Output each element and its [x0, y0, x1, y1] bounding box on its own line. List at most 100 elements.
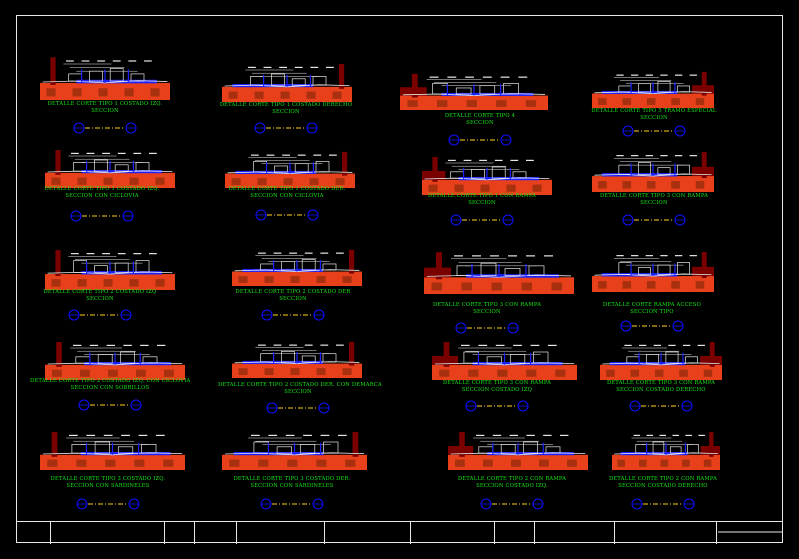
road-section-drawing	[45, 250, 175, 290]
road-section-drawing	[222, 64, 352, 102]
detail-box	[281, 261, 295, 271]
pavement-layer	[620, 452, 688, 456]
detail-box	[657, 167, 671, 175]
detail-box	[274, 165, 288, 173]
section-symbol	[266, 402, 330, 414]
annotation-mark	[560, 434, 569, 436]
hatch-fill	[103, 177, 113, 185]
detail-box	[638, 83, 651, 93]
hatch-fill	[539, 459, 549, 467]
section-reference-symbol	[631, 498, 695, 510]
detail-subtitle: SECCION COSTADO IZQ.	[476, 483, 548, 489]
curb-block	[448, 446, 474, 455]
detail-box	[500, 444, 516, 454]
annotation-mark	[616, 255, 624, 257]
annotation-mark	[508, 255, 517, 257]
annotation-mark	[112, 60, 121, 62]
retaining-wall	[342, 151, 348, 176]
profile-line	[42, 80, 168, 84]
annotation-mark	[478, 344, 488, 346]
detail-box	[260, 353, 274, 363]
annotation-mark	[117, 253, 126, 255]
road-section-drawing	[232, 341, 362, 378]
road-section-drawing	[225, 151, 355, 188]
hatch-fill	[342, 276, 352, 283]
detail-box	[142, 356, 158, 364]
hatch-fill	[703, 459, 712, 467]
detail-title: DETALLE CORTE TIPO 5 TRAMO ESPECIAL	[591, 108, 717, 114]
detail-box	[528, 265, 545, 276]
section-symbol	[631, 498, 695, 510]
hatch-fill	[309, 178, 319, 185]
annotation-mark	[320, 252, 329, 254]
annotation-mark	[639, 344, 647, 346]
detail-subtitle: SECCION CON CICLOVIA	[250, 193, 324, 199]
annotation-mark	[289, 252, 297, 254]
hatch-fill	[98, 88, 108, 97]
pavement-layer	[232, 84, 313, 88]
section-drawing	[592, 252, 714, 292]
annotation-mark	[660, 155, 668, 157]
detail-box	[635, 444, 647, 454]
detail-box	[669, 446, 682, 454]
hatch-fill	[671, 281, 680, 289]
annotation-mark	[482, 76, 492, 78]
annotation-mark	[660, 255, 668, 257]
section-drawing	[45, 250, 175, 290]
detail-subtitle: SECCION	[640, 115, 668, 121]
detail-subtitle: SECCION	[468, 200, 496, 206]
road-section-drawing	[232, 249, 362, 286]
annotation-mark	[273, 252, 282, 254]
hatch-fill	[671, 181, 680, 189]
annotation-mark	[258, 252, 266, 254]
annotation-mark	[289, 344, 297, 346]
section-symbol	[465, 400, 529, 412]
curb-block	[422, 171, 446, 180]
annotation-mark	[530, 344, 540, 346]
detail-box	[677, 164, 690, 175]
detail-box	[657, 264, 671, 275]
detail-box	[315, 161, 330, 173]
hatch-fill	[496, 100, 507, 107]
section-reference-symbol	[465, 400, 529, 412]
detail-box	[638, 267, 651, 275]
detail-box	[456, 265, 473, 276]
road-section-drawing	[600, 342, 722, 380]
section-reference-symbol	[78, 399, 142, 411]
annotation-mark	[631, 155, 639, 157]
hatch-fill	[483, 459, 493, 467]
hatch-fill	[703, 369, 713, 377]
pavement-layer	[76, 79, 157, 84]
hatch-fill	[525, 100, 537, 107]
hatch-fill	[598, 281, 607, 289]
detail-subtitle: SECCION TIPO	[630, 309, 674, 315]
annotation-mark	[71, 253, 79, 255]
detail-subtitle: SECCION	[272, 109, 300, 115]
detail-box	[486, 356, 502, 364]
annotation-mark	[659, 434, 666, 436]
section-reference-symbol	[261, 309, 325, 321]
road-section-drawing	[612, 432, 720, 470]
annotation-mark	[674, 155, 683, 157]
section-drawing	[424, 252, 574, 294]
hatch-fill	[598, 181, 607, 189]
detail-title: DETALLE CORTE TIPO 2 CON RAMPA	[608, 476, 718, 482]
title-block-divider	[236, 522, 237, 544]
profile-line	[424, 177, 550, 181]
retaining-wall	[339, 64, 345, 89]
detail-title: DETALLE CORTE TIPO 3 CON RAMPA	[606, 380, 716, 386]
pavement-layer	[242, 360, 323, 364]
detail-box	[135, 162, 150, 172]
detail-box	[94, 441, 110, 454]
section-symbol	[455, 322, 519, 334]
curb-block	[400, 87, 427, 96]
detail-box	[618, 164, 632, 175]
annotation-mark	[304, 344, 313, 346]
detail-title: DETALLE CORTE TIPO 2 CON RAMPA	[457, 476, 567, 482]
road-section-drawing	[45, 342, 185, 380]
pavement-layer	[466, 274, 559, 278]
detail-subtitle: SECCION	[466, 120, 494, 126]
road-section-drawing	[448, 432, 588, 470]
retaining-wall	[51, 432, 58, 457]
annotation-mark	[476, 434, 485, 436]
